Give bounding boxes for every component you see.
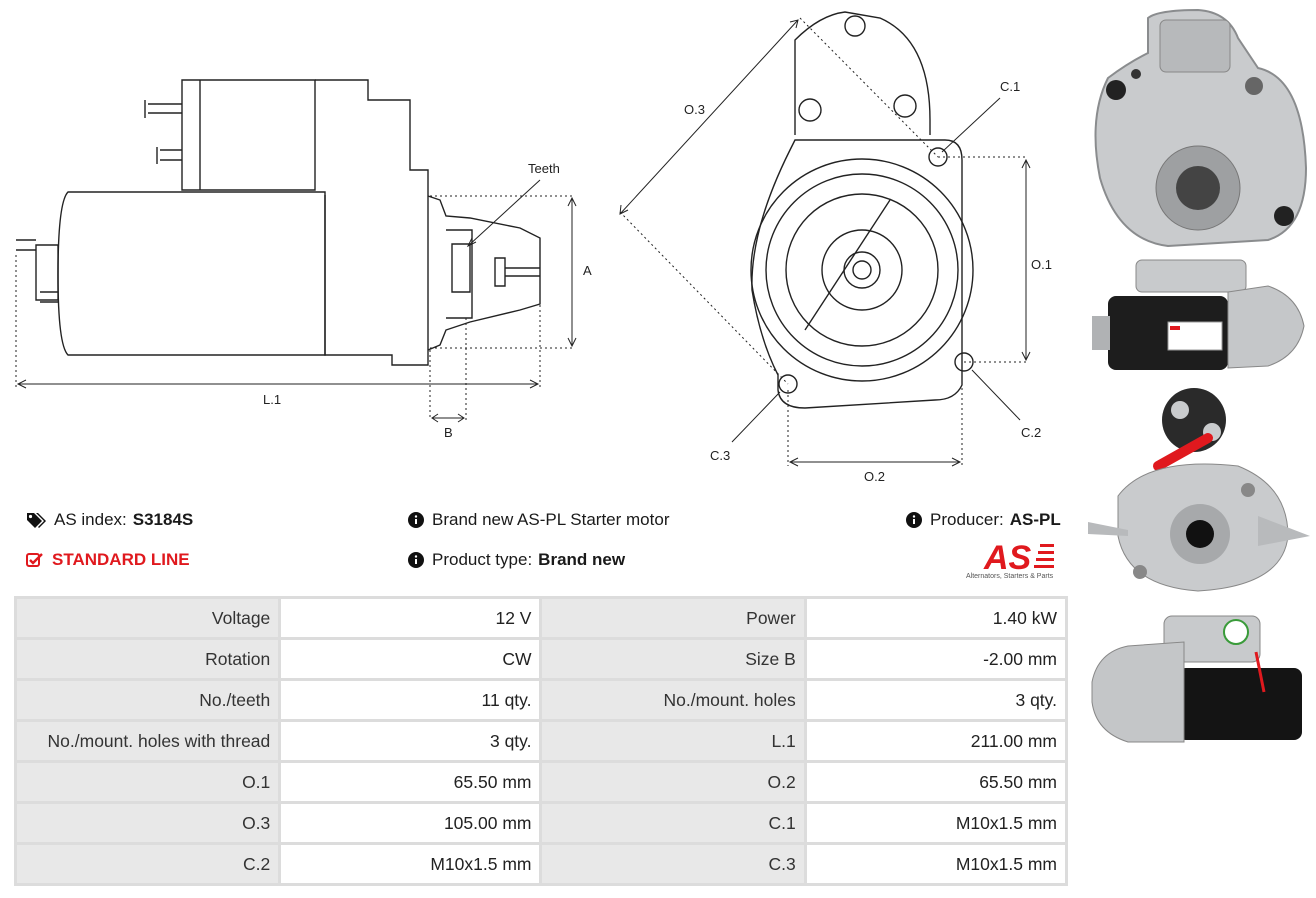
spec-value: 12 V [281, 599, 540, 637]
label-o3: O.3 [684, 102, 705, 117]
spec-label: O.3 [17, 804, 279, 842]
spec-label: C.3 [542, 845, 804, 883]
line-label: STANDARD LINE [52, 550, 190, 569]
product-photos [1082, 0, 1316, 898]
producer-row: Producer: AS-PL [906, 510, 1061, 530]
photo-rear-view[interactable] [1088, 386, 1310, 598]
line-row: STANDARD LINE [26, 550, 190, 570]
spec-value: 65.50 mm [281, 763, 540, 801]
spec-label: No./teeth [17, 681, 279, 719]
spec-label: No./mount. holes [542, 681, 804, 719]
info-circle-icon [408, 552, 424, 568]
spec-label: Voltage [17, 599, 279, 637]
label-c2: C.2 [1021, 425, 1041, 440]
product-type-row: Product type: Brand new [408, 550, 625, 570]
product-type-label: Product type: [432, 550, 533, 569]
photo-front-view[interactable] [1088, 8, 1310, 248]
spec-value: 3 qty. [806, 681, 1065, 719]
spec-value: 65.50 mm [806, 763, 1065, 801]
label-a: A [583, 263, 592, 278]
label-teeth: Teeth [528, 161, 560, 176]
producer-value: AS-PL [1009, 510, 1061, 529]
spec-value: 211.00 mm [806, 722, 1065, 760]
label-o1: O.1 [1031, 257, 1052, 272]
spec-value: M10x1.5 mm [806, 845, 1065, 883]
spec-label: C.1 [542, 804, 804, 842]
info-circle-icon [408, 512, 424, 528]
spec-value: -2.00 mm [806, 640, 1065, 678]
spec-label: O.2 [542, 763, 804, 801]
description-row: Brand new AS-PL Starter motor [408, 510, 669, 530]
spec-value: M10x1.5 mm [281, 845, 540, 883]
spec-value: 3 qty. [281, 722, 540, 760]
as-index-label: AS index: [54, 510, 127, 529]
label-o2: O.2 [864, 469, 885, 484]
label-l1: L.1 [263, 392, 281, 407]
photo-side-view[interactable] [1088, 256, 1310, 376]
as-index-row: AS index: S3184S [26, 510, 193, 530]
spec-label: C.2 [17, 845, 279, 883]
spec-label: No./mount. holes with thread [17, 722, 279, 760]
technical-drawings: Teeth A L.1 B [0, 0, 1080, 490]
spec-value: 105.00 mm [281, 804, 540, 842]
as-pl-logo: AS [983, 539, 1054, 577]
logo-tagline: Alternators, Starters & Parts [966, 573, 1054, 580]
check-square-icon [26, 553, 43, 567]
spec-value: M10x1.5 mm [806, 804, 1065, 842]
producer-label: Producer: [930, 510, 1004, 529]
product-type-value: Brand new [538, 550, 626, 569]
label-c1: C.1 [1000, 79, 1020, 94]
spec-value: 1.40 kW [806, 599, 1065, 637]
spec-label: L.1 [542, 722, 804, 760]
spec-label: Size B [542, 640, 804, 678]
info-circle-icon [906, 512, 922, 528]
description-text: Brand new AS-PL Starter motor [432, 510, 670, 529]
spec-value: CW [281, 640, 540, 678]
spec-value: 11 qty. [281, 681, 540, 719]
photo-angle-view[interactable] [1088, 612, 1310, 746]
starter-drawing: Teeth A L.1 B [15, 11, 1052, 484]
label-c3: C.3 [710, 448, 730, 463]
logo-mark: AS [983, 539, 1032, 577]
spec-label: Power [542, 599, 804, 637]
spec-label: Rotation [17, 640, 279, 678]
spec-label: O.1 [17, 763, 279, 801]
label-b: B [444, 425, 453, 440]
as-index-value: S3184S [132, 510, 194, 529]
tags-icon [27, 513, 46, 528]
